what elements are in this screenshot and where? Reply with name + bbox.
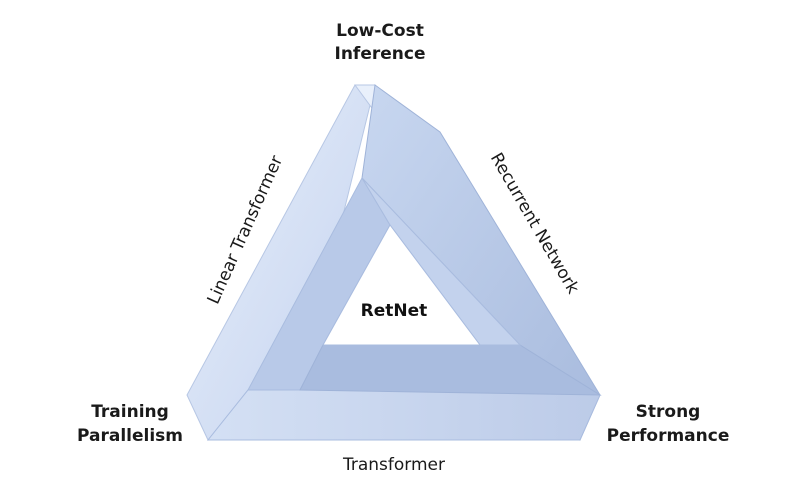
corner-label-left-line1: Training [91, 402, 169, 422]
corner-label-right-line1: Strong [636, 402, 701, 422]
inner-triangle [322, 224, 481, 346]
edge-label-bottom: Transformer [342, 455, 445, 475]
corner-label-left-line2: Parallelism [77, 426, 183, 446]
corner-label-right-line2: Performance [607, 426, 730, 446]
corner-label-top-line1: Low-Cost [336, 21, 424, 41]
center-label: RetNet [361, 301, 428, 321]
corner-label-top-line2: Inference [335, 44, 426, 64]
